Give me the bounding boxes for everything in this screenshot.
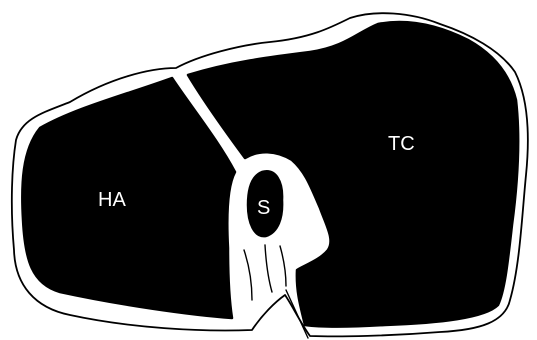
region-ha — [22, 78, 235, 318]
label-tc: TC — [388, 133, 415, 155]
inner-contour-mid — [265, 245, 272, 292]
inner-contour-right — [280, 246, 286, 286]
label-ha: HA — [98, 189, 126, 211]
label-s: S — [257, 197, 270, 219]
inner-contour-left — [244, 250, 252, 300]
region-tc — [188, 22, 518, 327]
